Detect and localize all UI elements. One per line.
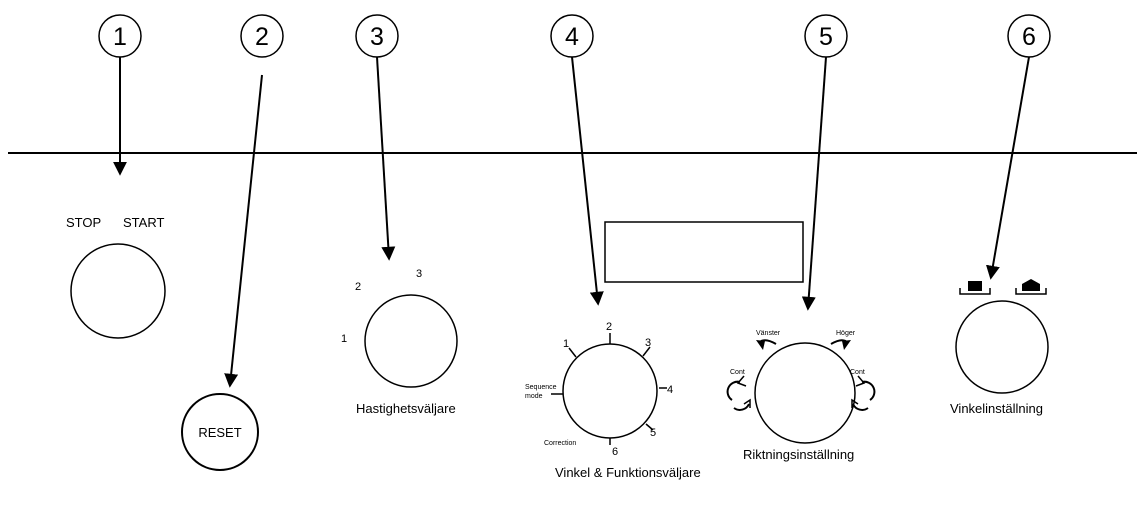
- svg-text:3: 3: [370, 23, 384, 51]
- reset-label: RESET: [198, 425, 241, 440]
- raise-position-icon: [1015, 279, 1047, 295]
- arrow-3: [376, 56, 396, 261]
- arrow-6: [986, 56, 1030, 280]
- correction-label: Correction: [544, 440, 576, 447]
- svg-text:5: 5: [819, 23, 833, 51]
- sequence-mode-label-line-1: Sequence: [525, 384, 557, 391]
- angle-tick-1: 1: [563, 338, 569, 350]
- reset-button[interactable]: [181, 393, 259, 471]
- angle-function-knob[interactable]: [562, 343, 658, 439]
- speed-tick-2: 2: [355, 281, 361, 293]
- angle-tick-6: 6: [612, 446, 618, 458]
- svg-text:1: 1: [113, 23, 127, 51]
- speed-tick-1: 1: [341, 333, 347, 345]
- callout-1: 1: [98, 14, 142, 58]
- callout-3: 3: [355, 14, 399, 58]
- callout-6: 6: [1007, 14, 1051, 58]
- lower-position-icon: [959, 281, 991, 295]
- start-label: START: [123, 215, 164, 230]
- speed-tick-3: 3: [416, 268, 422, 280]
- rotate-left-icon: [756, 339, 777, 350]
- display-window: [604, 221, 804, 283]
- cont-right-label: Cont: [850, 369, 865, 376]
- angle-tick-5: 5: [650, 427, 656, 439]
- arrow-2: [224, 74, 263, 388]
- sequence-mode-label-line-2: mode: [525, 393, 543, 400]
- svg-text:4: 4: [565, 23, 579, 51]
- stop-start-knob[interactable]: [70, 243, 166, 339]
- callout-5: 5: [804, 14, 848, 58]
- angle-setting-knob[interactable]: [955, 300, 1049, 394]
- callout-4: 4: [550, 14, 594, 58]
- svg-text:6: 6: [1022, 23, 1036, 51]
- continuous-right-rotation-icon: [851, 375, 876, 411]
- angle-tick-3: 3: [645, 337, 651, 349]
- angle-setting-label: Vinkelinställning: [950, 401, 1043, 416]
- direction-selector-knob[interactable]: [754, 342, 856, 444]
- cont-left-label: Cont: [730, 369, 745, 376]
- arrow-5: [801, 56, 827, 311]
- direction-left-label: Vänster: [756, 330, 781, 337]
- stop-label: STOP: [66, 215, 101, 230]
- speed-selector-knob[interactable]: [364, 294, 458, 388]
- direction-right-label: Höger: [836, 330, 856, 337]
- callout-2: 2: [240, 14, 284, 58]
- svg-text:2: 2: [255, 23, 269, 51]
- angle-tick-4: 4: [667, 384, 673, 396]
- rotate-right-icon: [830, 339, 851, 350]
- angle-tick-marks: [551, 333, 667, 445]
- angle-tick-2: 2: [606, 321, 612, 333]
- angle-function-label: Vinkel & Funktionsväljare: [555, 465, 701, 480]
- arrow-4: [571, 56, 604, 306]
- speed-selector-label: Hastighetsväljare: [356, 401, 456, 416]
- direction-selector-label: Riktningsinställning: [743, 447, 854, 462]
- continuous-left-rotation-icon: [726, 375, 751, 411]
